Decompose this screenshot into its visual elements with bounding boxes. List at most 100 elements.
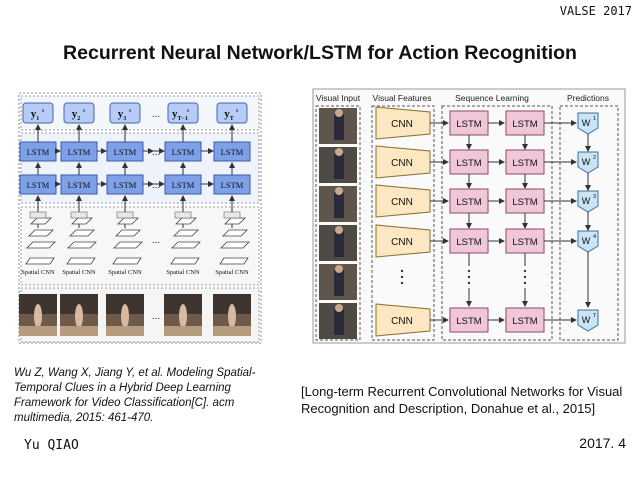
lstm-lower-label: LSTM	[221, 180, 244, 190]
venue-label: VALSE 2017	[559, 4, 632, 18]
lstm-col2-label: LSTM	[512, 316, 537, 327]
cnn-layer	[113, 241, 143, 249]
cnn-top-feature	[116, 211, 134, 219]
spatial-cnn-label: Spatial CNN	[215, 269, 249, 276]
prediction-node	[577, 151, 599, 174]
lstm-col2-label: LSTM	[512, 119, 537, 130]
lstm-upper-label: LSTM	[68, 147, 91, 157]
lstm-upper-label: LSTM	[27, 147, 50, 157]
right-citation: [Long-term Recurrent Convolutional Netwo…	[301, 384, 623, 416]
person-head	[335, 304, 343, 312]
prediction-sup: 2	[593, 155, 596, 161]
cnn-base-plane	[66, 257, 96, 265]
lstm-upper-label: LSTM	[114, 147, 137, 157]
cnn-base-plane	[170, 257, 200, 265]
prediction-node	[577, 309, 599, 332]
cnn-layer	[30, 217, 52, 225]
lstm-col2-box	[505, 149, 545, 175]
person-silhouette	[334, 153, 344, 179]
video-frame-floor	[106, 326, 144, 336]
cnn-top-feature	[29, 211, 47, 219]
video-frame-floor	[213, 326, 251, 336]
ellipsis: ...	[152, 180, 160, 191]
lstm-lower-label: LSTM	[172, 180, 195, 190]
lstm-col2-label: LSTM	[512, 158, 537, 169]
video-frame-floor	[60, 326, 98, 336]
cnn-layer	[69, 229, 95, 237]
prediction-label: W	[582, 236, 591, 246]
output-sup: s	[83, 108, 86, 114]
output-sup: s	[129, 108, 132, 114]
prediction-sup: 3	[593, 194, 596, 200]
cnn-layer	[115, 229, 141, 237]
output-box	[63, 102, 95, 124]
output-box	[109, 102, 141, 124]
lstm-lower-label: LSTM	[114, 180, 137, 190]
cnn-block	[375, 184, 431, 218]
lstm-lower-label: LSTM	[68, 180, 91, 190]
cnn-layer	[117, 217, 139, 225]
header-predictions: Predictions	[567, 93, 609, 103]
output-box	[216, 102, 248, 124]
output-box	[167, 102, 199, 124]
lstm-col1-label: LSTM	[456, 197, 481, 208]
person-head	[335, 226, 343, 234]
cnn-layer	[173, 229, 199, 237]
person-head	[335, 265, 343, 273]
gymnast-figure	[75, 304, 83, 328]
prediction-label: W	[582, 315, 591, 325]
lstm-upper-label: LSTM	[172, 147, 195, 157]
cnn-label: CNN	[391, 158, 413, 169]
output-sup: s	[187, 108, 190, 114]
output-label: y1	[31, 108, 40, 122]
ellipsis-dot	[467, 269, 471, 273]
ellipsis-dot	[523, 275, 527, 279]
predictions-group	[559, 105, 619, 341]
prediction-sup: 4	[593, 234, 596, 240]
person-silhouette	[334, 114, 344, 140]
spatial-cnn-label: Spatial CNN	[21, 269, 55, 276]
cnn-block	[375, 303, 431, 337]
gymnast-figure	[179, 304, 187, 328]
lstm-col2-label: LSTM	[512, 197, 537, 208]
cnn-block	[375, 224, 431, 258]
cnn-layer	[220, 241, 250, 249]
outer-dashed-frame	[18, 92, 262, 344]
gymnast-figure	[121, 304, 129, 328]
video-frame-floor	[19, 326, 57, 336]
ellipsis: ...	[152, 147, 160, 158]
spatial-cnn-label: Spatial CNN	[108, 269, 142, 276]
lstm-col1-label: LSTM	[456, 119, 481, 130]
header-visual-features: Visual Features	[373, 93, 432, 103]
output-label: y2	[72, 108, 81, 122]
cnn-layer	[171, 241, 201, 249]
lstm-col2-label: LSTM	[512, 237, 537, 248]
person-silhouette	[334, 270, 344, 296]
cnn-block	[375, 145, 431, 179]
cnn-label: CNN	[391, 237, 413, 248]
output-label: yT	[224, 108, 234, 122]
ellipsis: ...	[152, 311, 160, 322]
ellipsis-dot	[400, 281, 404, 285]
cnn-label: CNN	[391, 316, 413, 327]
output-label: y3	[118, 108, 127, 122]
ellipsis-dot	[523, 281, 527, 285]
cnn-layer	[67, 241, 97, 249]
output-sup: s	[236, 108, 239, 114]
lstm-lower-label: LSTM	[27, 180, 50, 190]
ellipsis-dot	[467, 275, 471, 279]
gymnast-figure	[228, 304, 236, 328]
header-sequence-learning: Sequence Learning	[455, 93, 529, 103]
spatial-cnn-label: Spatial CNN	[62, 269, 96, 276]
cnn-block	[375, 106, 431, 140]
cnn-top-feature	[174, 211, 192, 219]
prediction-node	[577, 230, 599, 253]
cnn-base-plane	[219, 257, 249, 265]
cnn-base-plane	[25, 257, 55, 265]
ellipsis-dot	[523, 269, 527, 273]
cnn-layer	[222, 229, 248, 237]
cnn-layer	[26, 241, 56, 249]
cnn-layer	[71, 217, 93, 225]
lstm-col1-label: LSTM	[456, 316, 481, 327]
